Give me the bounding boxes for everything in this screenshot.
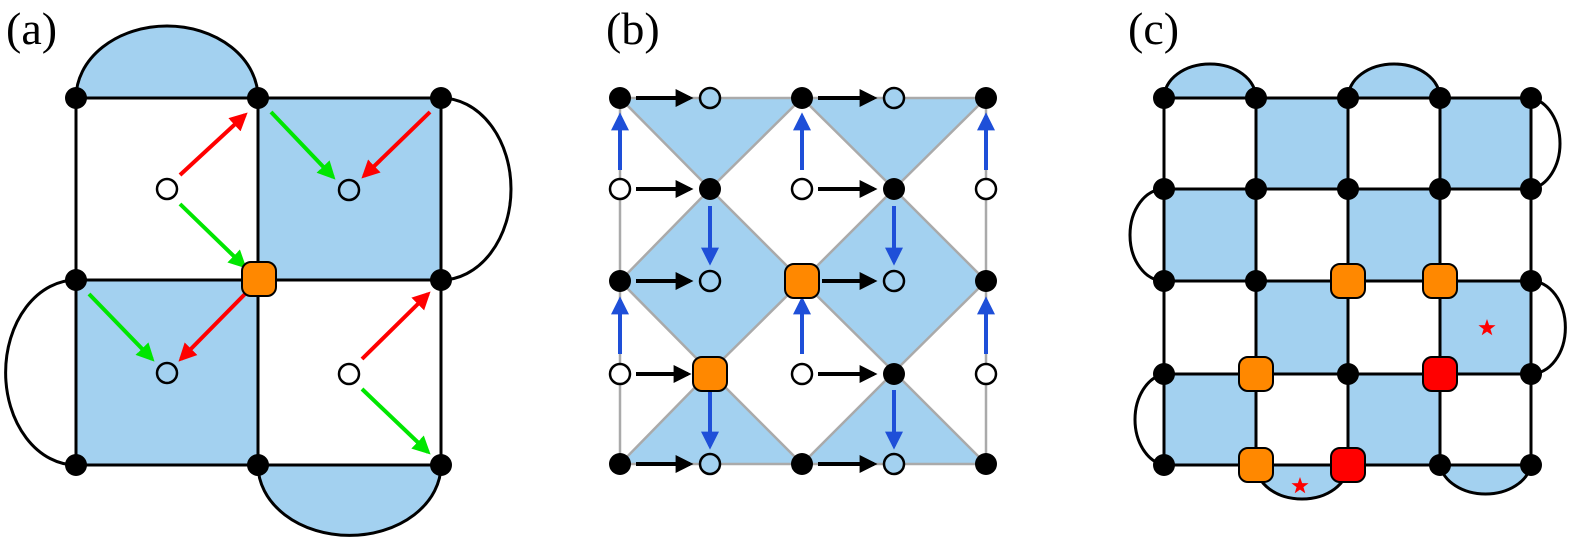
vertex-filled [1153, 87, 1175, 109]
vertex-filled [65, 454, 87, 476]
vertex-filled [1153, 270, 1175, 292]
vertex-open [337, 362, 361, 386]
vertex-filled [1245, 178, 1267, 200]
star-marker [1478, 319, 1496, 336]
vertex-open-blue [882, 452, 906, 476]
face-top-cap [76, 26, 258, 98]
panel-a-label: (a) [6, 3, 57, 54]
vertex-filled [609, 453, 631, 475]
vertex-open [608, 177, 632, 201]
panel-b-blue-arrows [611, 112, 995, 450]
panel-c-vertices [1153, 87, 1542, 476]
panel-c-excitations [1238, 263, 1458, 483]
vertex-filled [1337, 363, 1359, 385]
vertex-filled [975, 453, 997, 475]
excitation-orange [241, 261, 277, 297]
vertex-filled [247, 87, 269, 109]
defect-red [1330, 447, 1366, 483]
panel-a-arrows [87, 110, 432, 455]
vertex-filled [609, 270, 631, 292]
green-arrow [269, 110, 336, 180]
vertex-filled [1337, 178, 1359, 200]
vertex-filled [1429, 454, 1451, 476]
excitation-orange [692, 356, 728, 392]
red-arrow [178, 112, 248, 177]
vertex-filled [65, 87, 87, 109]
green-arrow [178, 202, 247, 269]
vertex-filled [1520, 270, 1542, 292]
defect-red [1422, 356, 1458, 392]
vertex-filled [1153, 454, 1175, 476]
vertex-open [790, 362, 814, 386]
vertex-filled [975, 270, 997, 292]
excitation-orange [1238, 447, 1274, 483]
panel-c: (c) [1128, 3, 1567, 501]
vertex-open [155, 177, 179, 201]
vertex-filled [1153, 363, 1175, 385]
vertex-open-blue [337, 178, 361, 202]
vertex-filled [1520, 87, 1542, 109]
vertex-filled [65, 269, 87, 291]
excitation-orange [784, 263, 820, 299]
panel-b-black-arrows [636, 89, 878, 473]
vertex-filled [1520, 363, 1542, 385]
vertex-filled [883, 178, 905, 200]
vertex-filled [1520, 178, 1542, 200]
vertex-filled [1245, 270, 1267, 292]
panel-b: (b) [606, 3, 998, 476]
vertex-open-blue [698, 452, 722, 476]
panel-c-stars [1291, 319, 1496, 494]
vertex-open-blue [698, 86, 722, 110]
vertex-filled [1153, 178, 1175, 200]
panel-a-vertices [65, 87, 452, 476]
vertex-filled [791, 453, 813, 475]
red-arrow [361, 110, 432, 179]
star-marker [1291, 477, 1309, 494]
vertex-filled [1429, 178, 1451, 200]
vertex-open-blue [155, 361, 179, 385]
vertex-open-blue [698, 269, 722, 293]
red-arrow [178, 292, 247, 362]
panel-b-vertices [608, 86, 998, 476]
vertex-open [974, 177, 998, 201]
vertex-open [974, 362, 998, 386]
excitation-orange [1422, 263, 1458, 299]
vertex-filled [430, 454, 452, 476]
excitation-orange [1330, 263, 1366, 299]
vertex-filled [791, 87, 813, 109]
red-arrow [360, 291, 431, 361]
vertex-open [608, 362, 632, 386]
vertex-filled [883, 363, 905, 385]
vertex-open-blue [882, 269, 906, 293]
vertex-open [790, 177, 814, 201]
panel-c-faces [1164, 64, 1531, 499]
vertex-filled [247, 454, 269, 476]
vertex-open-blue [882, 86, 906, 110]
green-arrow [87, 292, 155, 362]
vertex-filled [1337, 87, 1359, 109]
panel-c-label: (c) [1128, 3, 1179, 54]
panel-b-label: (b) [606, 3, 660, 54]
vertex-filled [430, 269, 452, 291]
excitation-orange [1238, 356, 1274, 392]
vertex-filled [1245, 87, 1267, 109]
vertex-filled [1520, 454, 1542, 476]
face-bottom-cap [258, 465, 441, 536]
vertex-filled [1429, 87, 1451, 109]
vertex-filled [609, 87, 631, 109]
vertex-filled [975, 87, 997, 109]
panel-a: (a) [4, 3, 513, 537]
vertex-filled [430, 87, 452, 109]
green-arrow [360, 387, 431, 455]
vertex-filled [699, 178, 721, 200]
